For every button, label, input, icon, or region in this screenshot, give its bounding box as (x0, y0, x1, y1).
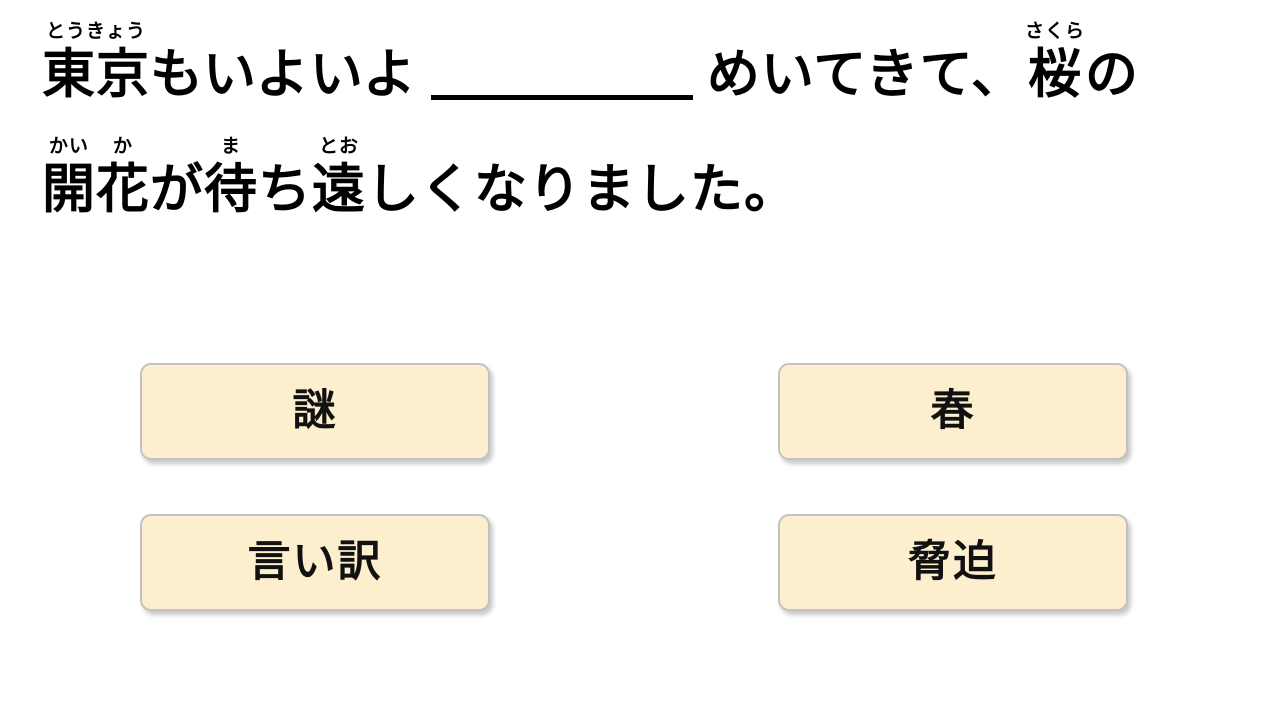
sentence-text: めいてきて、 (706, 44, 1025, 105)
ruby-group: ま待 (204, 135, 258, 221)
ruby-group: か花 (96, 135, 150, 221)
sentence-text: が (150, 159, 204, 221)
grid-row-gap-right (778, 463, 1066, 464)
answer-choice-label-1: 謎 (292, 386, 338, 436)
ruby-group: かい開 (42, 135, 96, 221)
blank-underline (430, 47, 693, 103)
grid-row-gap-left (140, 463, 428, 464)
plain-text-run: めいてきて、 (707, 22, 1025, 103)
ruby-group: とうきょう東京 (42, 20, 150, 105)
furigana-text: ま (220, 135, 241, 158)
grid-gap-2 (490, 514, 778, 515)
furigana-text: か (112, 135, 133, 158)
sentence-text: 桜 (1028, 44, 1082, 105)
answer-choice-label-2: 春 (930, 386, 976, 436)
answer-choice-button-1[interactable]: 謎 (140, 363, 490, 460)
question-block: とうきょう東京 もいよいよ めいてきて、さくら桜 の かい開か花 がま待 ちとお… (42, 20, 1252, 221)
answer-choice-button-3[interactable]: 言い訳 (140, 514, 490, 611)
sentence-text: 待 (204, 159, 258, 221)
grid-gap (490, 363, 778, 364)
plain-text-run: ち (258, 137, 312, 218)
plain-text-run: しくなりました。 (366, 137, 798, 218)
plain-text-run: もいよいよ (150, 22, 417, 103)
furigana-text: とお (318, 135, 359, 158)
sentence-text: しくなりました。 (366, 159, 798, 221)
sentence-text: 花 (96, 159, 150, 221)
answer-blank (430, 23, 693, 103)
grid-row-gap-mid (490, 463, 778, 464)
answer-choice-label-4: 脅迫 (908, 537, 998, 587)
sentence-text: もいよいよ (150, 44, 417, 105)
answer-choice-button-2[interactable]: 春 (778, 363, 1128, 460)
furigana-text: かい (48, 135, 89, 158)
sentence-text: の (1085, 44, 1140, 105)
answer-choices-grid: 謎 春 言い訳 脅迫 (140, 363, 1130, 614)
ruby-group: さくら桜 (1025, 20, 1086, 105)
sentence-text: 開 (42, 159, 96, 221)
question-line-2: かい開か花 がま待 ちとお遠 しくなりました。 (42, 135, 1252, 221)
sentence-text: ち (258, 159, 312, 221)
ruby-group: とお遠 (312, 135, 366, 221)
sentence-text: 東京 (42, 44, 150, 105)
furigana-text: さくら (1025, 20, 1086, 42)
question-line-1: とうきょう東京 もいよいよ めいてきて、さくら桜 の (42, 20, 1252, 105)
answer-choice-label-3: 言い訳 (247, 537, 383, 587)
plain-text-run: が (150, 137, 204, 218)
answer-choice-button-4[interactable]: 脅迫 (778, 514, 1128, 611)
furigana-text: とうきょう (45, 20, 146, 42)
sentence-text: 遠 (312, 159, 366, 221)
plain-text-run: の (1085, 22, 1139, 103)
